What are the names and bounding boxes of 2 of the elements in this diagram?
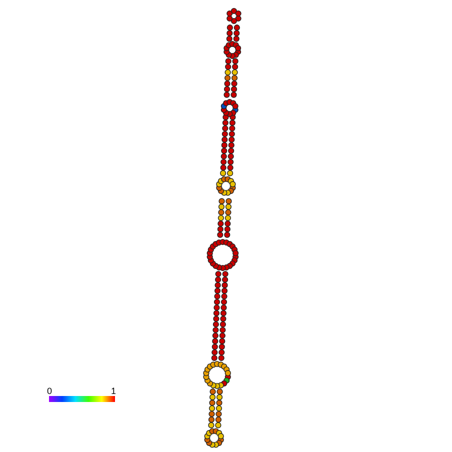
scale-value: 0 [47,386,52,396]
scale-value: 1 [111,386,116,396]
